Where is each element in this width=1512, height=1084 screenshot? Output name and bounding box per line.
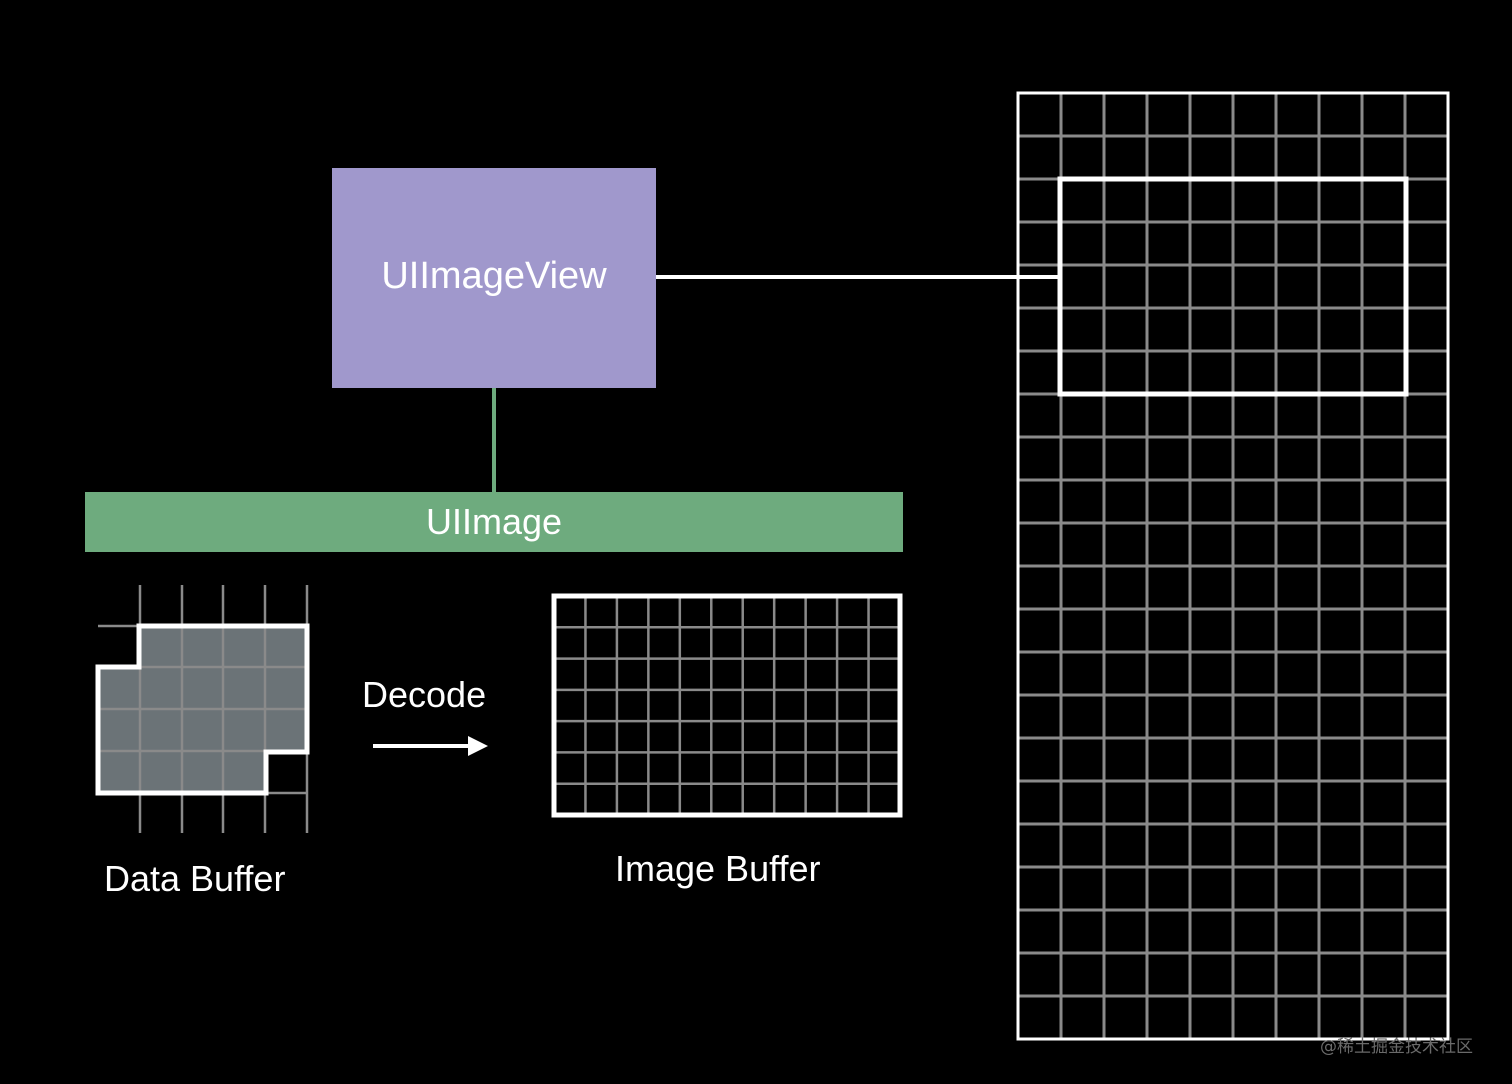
frame-buffer-graphic (1016, 91, 1450, 1041)
image-buffer-outline (551, 593, 903, 818)
data-buffer-label: Data Buffer (104, 858, 286, 899)
data-buffer-outline (95, 623, 310, 796)
data-buffer-grid (98, 585, 309, 833)
image-buffer-grid (554, 596, 900, 815)
image-buffer-graphic (551, 593, 903, 818)
watermark: @稀土掘金技术社区 (1320, 1037, 1473, 1057)
data-buffer-graphic (95, 585, 310, 833)
frame-buffer-grid (1018, 93, 1448, 1039)
frame-buffer-outline (1016, 91, 1450, 1041)
uiimageview-label: UIImageView (381, 254, 607, 297)
decode-label: Decode (362, 674, 487, 715)
uiimage-bar: UIImage (85, 492, 903, 552)
frame-buffer-visible-region (1057, 176, 1409, 397)
decode-arrow-icon (373, 736, 488, 756)
uiimage-label: UIImage (425, 501, 563, 542)
uiimageview-box: UIImageView (332, 168, 656, 388)
image-buffer-label: Image Buffer (615, 848, 821, 889)
